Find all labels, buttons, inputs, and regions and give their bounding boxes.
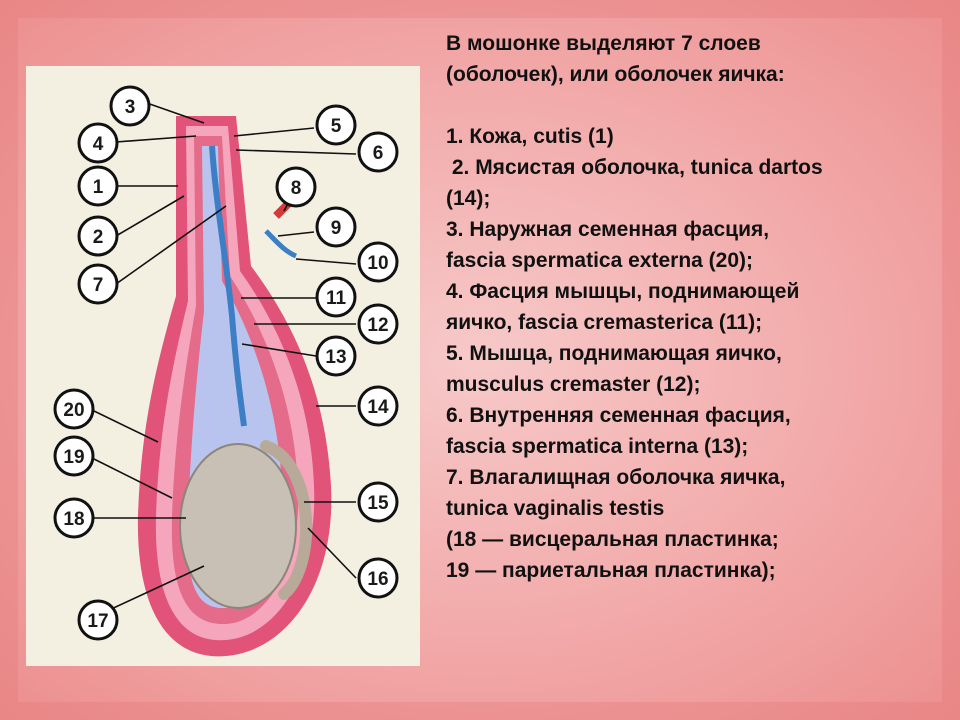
callout-17: 17 <box>77 599 119 641</box>
callout-16: 16 <box>357 557 399 599</box>
callout-3: 3 <box>109 85 151 127</box>
svg-text:6: 6 <box>373 143 384 164</box>
spermatic-cord <box>209 145 247 427</box>
svg-text:15: 15 <box>367 493 389 514</box>
heading-line-2: (оболочек), или оболочек яичка: <box>446 63 785 86</box>
callout-14: 14 <box>357 385 399 427</box>
svg-text:9: 9 <box>331 218 342 239</box>
spacer <box>446 90 936 121</box>
callout-13: 13 <box>315 335 357 377</box>
svg-text:2: 2 <box>93 227 104 248</box>
list-line: fascia spermatica externa (20); <box>446 249 753 272</box>
list-line: 3. Наружная семенная фасция, <box>446 218 770 241</box>
callout-4: 4 <box>77 122 119 164</box>
list-line: яичко, fascia cremasterica (11); <box>446 311 763 334</box>
svg-text:3: 3 <box>125 97 136 118</box>
list-line: tunica vaginalis testis <box>446 497 665 520</box>
list-line: musculus cremaster (12); <box>446 373 701 396</box>
list-line: 4. Фасция мышцы, поднимающей <box>446 280 800 303</box>
list-line: (14); <box>446 187 491 210</box>
svg-text:11: 11 <box>326 288 347 309</box>
list-line: (18 — висцеральная пластинка; <box>446 528 779 551</box>
svg-text:4: 4 <box>93 134 104 155</box>
scrotum-layers-illustration: 3 4 1 2 7 5 6 8 9 10 11 12 13 14 20 19 1… <box>53 85 399 657</box>
callouts: 3 4 1 2 7 5 6 8 9 10 11 12 13 14 20 19 1… <box>53 85 399 641</box>
list-line: 7. Влагалищная оболочка яичка, <box>446 466 786 489</box>
list-line: 5. Мышца, поднимающая яичко, <box>446 342 782 365</box>
callout-5: 5 <box>315 104 357 146</box>
callout-11: 11 <box>315 276 357 318</box>
heading-line-1: В мошонке выделяют 7 слоев <box>446 32 761 55</box>
svg-text:13: 13 <box>325 347 346 368</box>
callout-2: 2 <box>77 215 119 257</box>
callout-15: 15 <box>357 481 399 523</box>
description-text: В мошонке выделяют 7 слоев (оболочек), и… <box>446 28 936 586</box>
svg-text:1: 1 <box>93 177 104 198</box>
svg-text:5: 5 <box>331 116 342 137</box>
list-line: 6. Внутренняя семенная фасция, <box>446 404 791 427</box>
svg-text:7: 7 <box>93 275 104 296</box>
callout-6: 6 <box>357 131 399 173</box>
svg-text:19: 19 <box>63 447 84 468</box>
callout-10: 10 <box>357 241 399 283</box>
svg-text:12: 12 <box>367 315 388 336</box>
callout-18: 18 <box>53 497 95 539</box>
callout-20: 20 <box>53 388 95 430</box>
svg-text:17: 17 <box>87 611 108 632</box>
callout-9: 9 <box>315 206 357 248</box>
svg-text:20: 20 <box>63 400 84 421</box>
callout-7: 7 <box>77 263 119 305</box>
svg-text:16: 16 <box>367 569 388 590</box>
svg-text:18: 18 <box>63 509 84 530</box>
epididymis <box>260 440 313 600</box>
svg-text:10: 10 <box>367 253 388 274</box>
callout-8: 8 <box>275 166 317 208</box>
callout-1: 1 <box>77 165 119 207</box>
svg-text:8: 8 <box>291 178 302 199</box>
list-line: 1. Кожа, cutis (1) <box>446 125 614 148</box>
list-line: fascia spermatica interna (13); <box>446 435 749 458</box>
svg-text:14: 14 <box>367 397 389 418</box>
callout-12: 12 <box>357 303 399 345</box>
list-line: 19 — париетальная пластинка); <box>446 559 776 582</box>
anatomy-figure: 3 4 1 2 7 5 6 8 9 10 11 12 13 14 20 19 1… <box>26 66 420 666</box>
list-line: 2. Мясистая оболочка, tunica dartos <box>446 156 823 179</box>
callout-19: 19 <box>53 435 95 477</box>
testis <box>179 443 297 609</box>
